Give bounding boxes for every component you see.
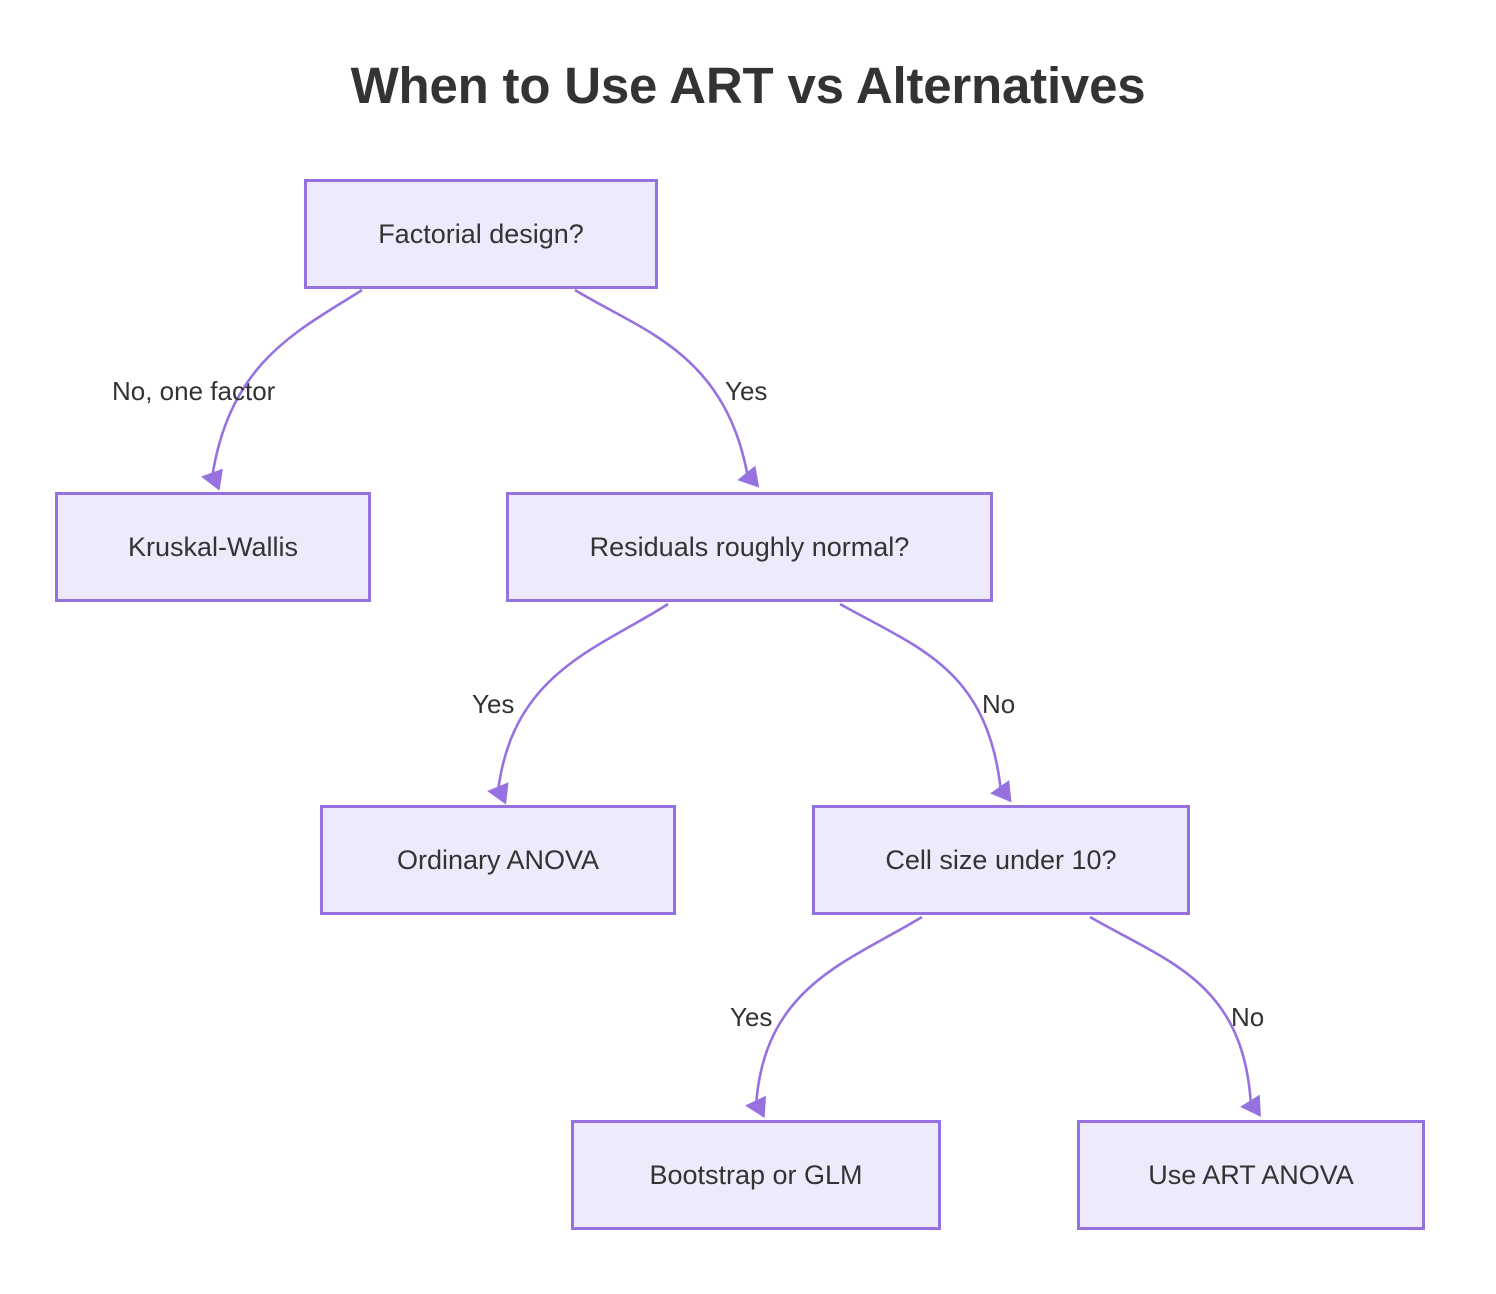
node-label: Residuals roughly normal?: [589, 531, 910, 562]
node-use-art-anova[interactable]: Use ART ANOVA: [1077, 1120, 1425, 1230]
edge-label-yes-factorial: Yes: [725, 376, 768, 406]
node-ordinary-anova[interactable]: Ordinary ANOVA: [320, 805, 676, 915]
edge-label-yes-residuals: Yes: [472, 689, 515, 719]
node-factorial-design[interactable]: Factorial design?: [304, 179, 658, 289]
edge-label-yes-cellsize: Yes: [730, 1002, 773, 1032]
node-label: Kruskal-Wallis: [127, 531, 298, 562]
edge-cellsize-artanova: [1089, 915, 1261, 1117]
node-label: Ordinary ANOVA: [396, 844, 600, 875]
node-bootstrap-or-glm[interactable]: Bootstrap or GLM: [571, 1120, 941, 1230]
node-residuals-roughly-normal[interactable]: Residuals roughly normal?: [506, 492, 993, 602]
node-label: Bootstrap or GLM: [649, 1159, 863, 1190]
node-label: Cell size under 10?: [885, 844, 1117, 875]
edge-label-no-residuals: No: [982, 689, 1016, 719]
node-label: Use ART ANOVA: [1148, 1159, 1354, 1190]
node-kruskal-wallis[interactable]: Kruskal-Wallis: [55, 492, 371, 602]
node-label: Factorial design?: [378, 218, 584, 249]
edge-label-no-cellsize: No: [1231, 1002, 1265, 1032]
edge-factorial-residuals: [574, 288, 760, 488]
node-cell-size-under-10[interactable]: Cell size under 10?: [812, 805, 1190, 915]
edge-residuals-cellsize: [839, 602, 1012, 803]
edge-label-no-one-factor: No, one factor: [112, 376, 276, 406]
edge-cellsize-bootstrap: [745, 915, 923, 1119]
page-title: When to Use ART vs Alternatives: [350, 57, 1146, 114]
edge-residuals-anova: [487, 602, 669, 805]
